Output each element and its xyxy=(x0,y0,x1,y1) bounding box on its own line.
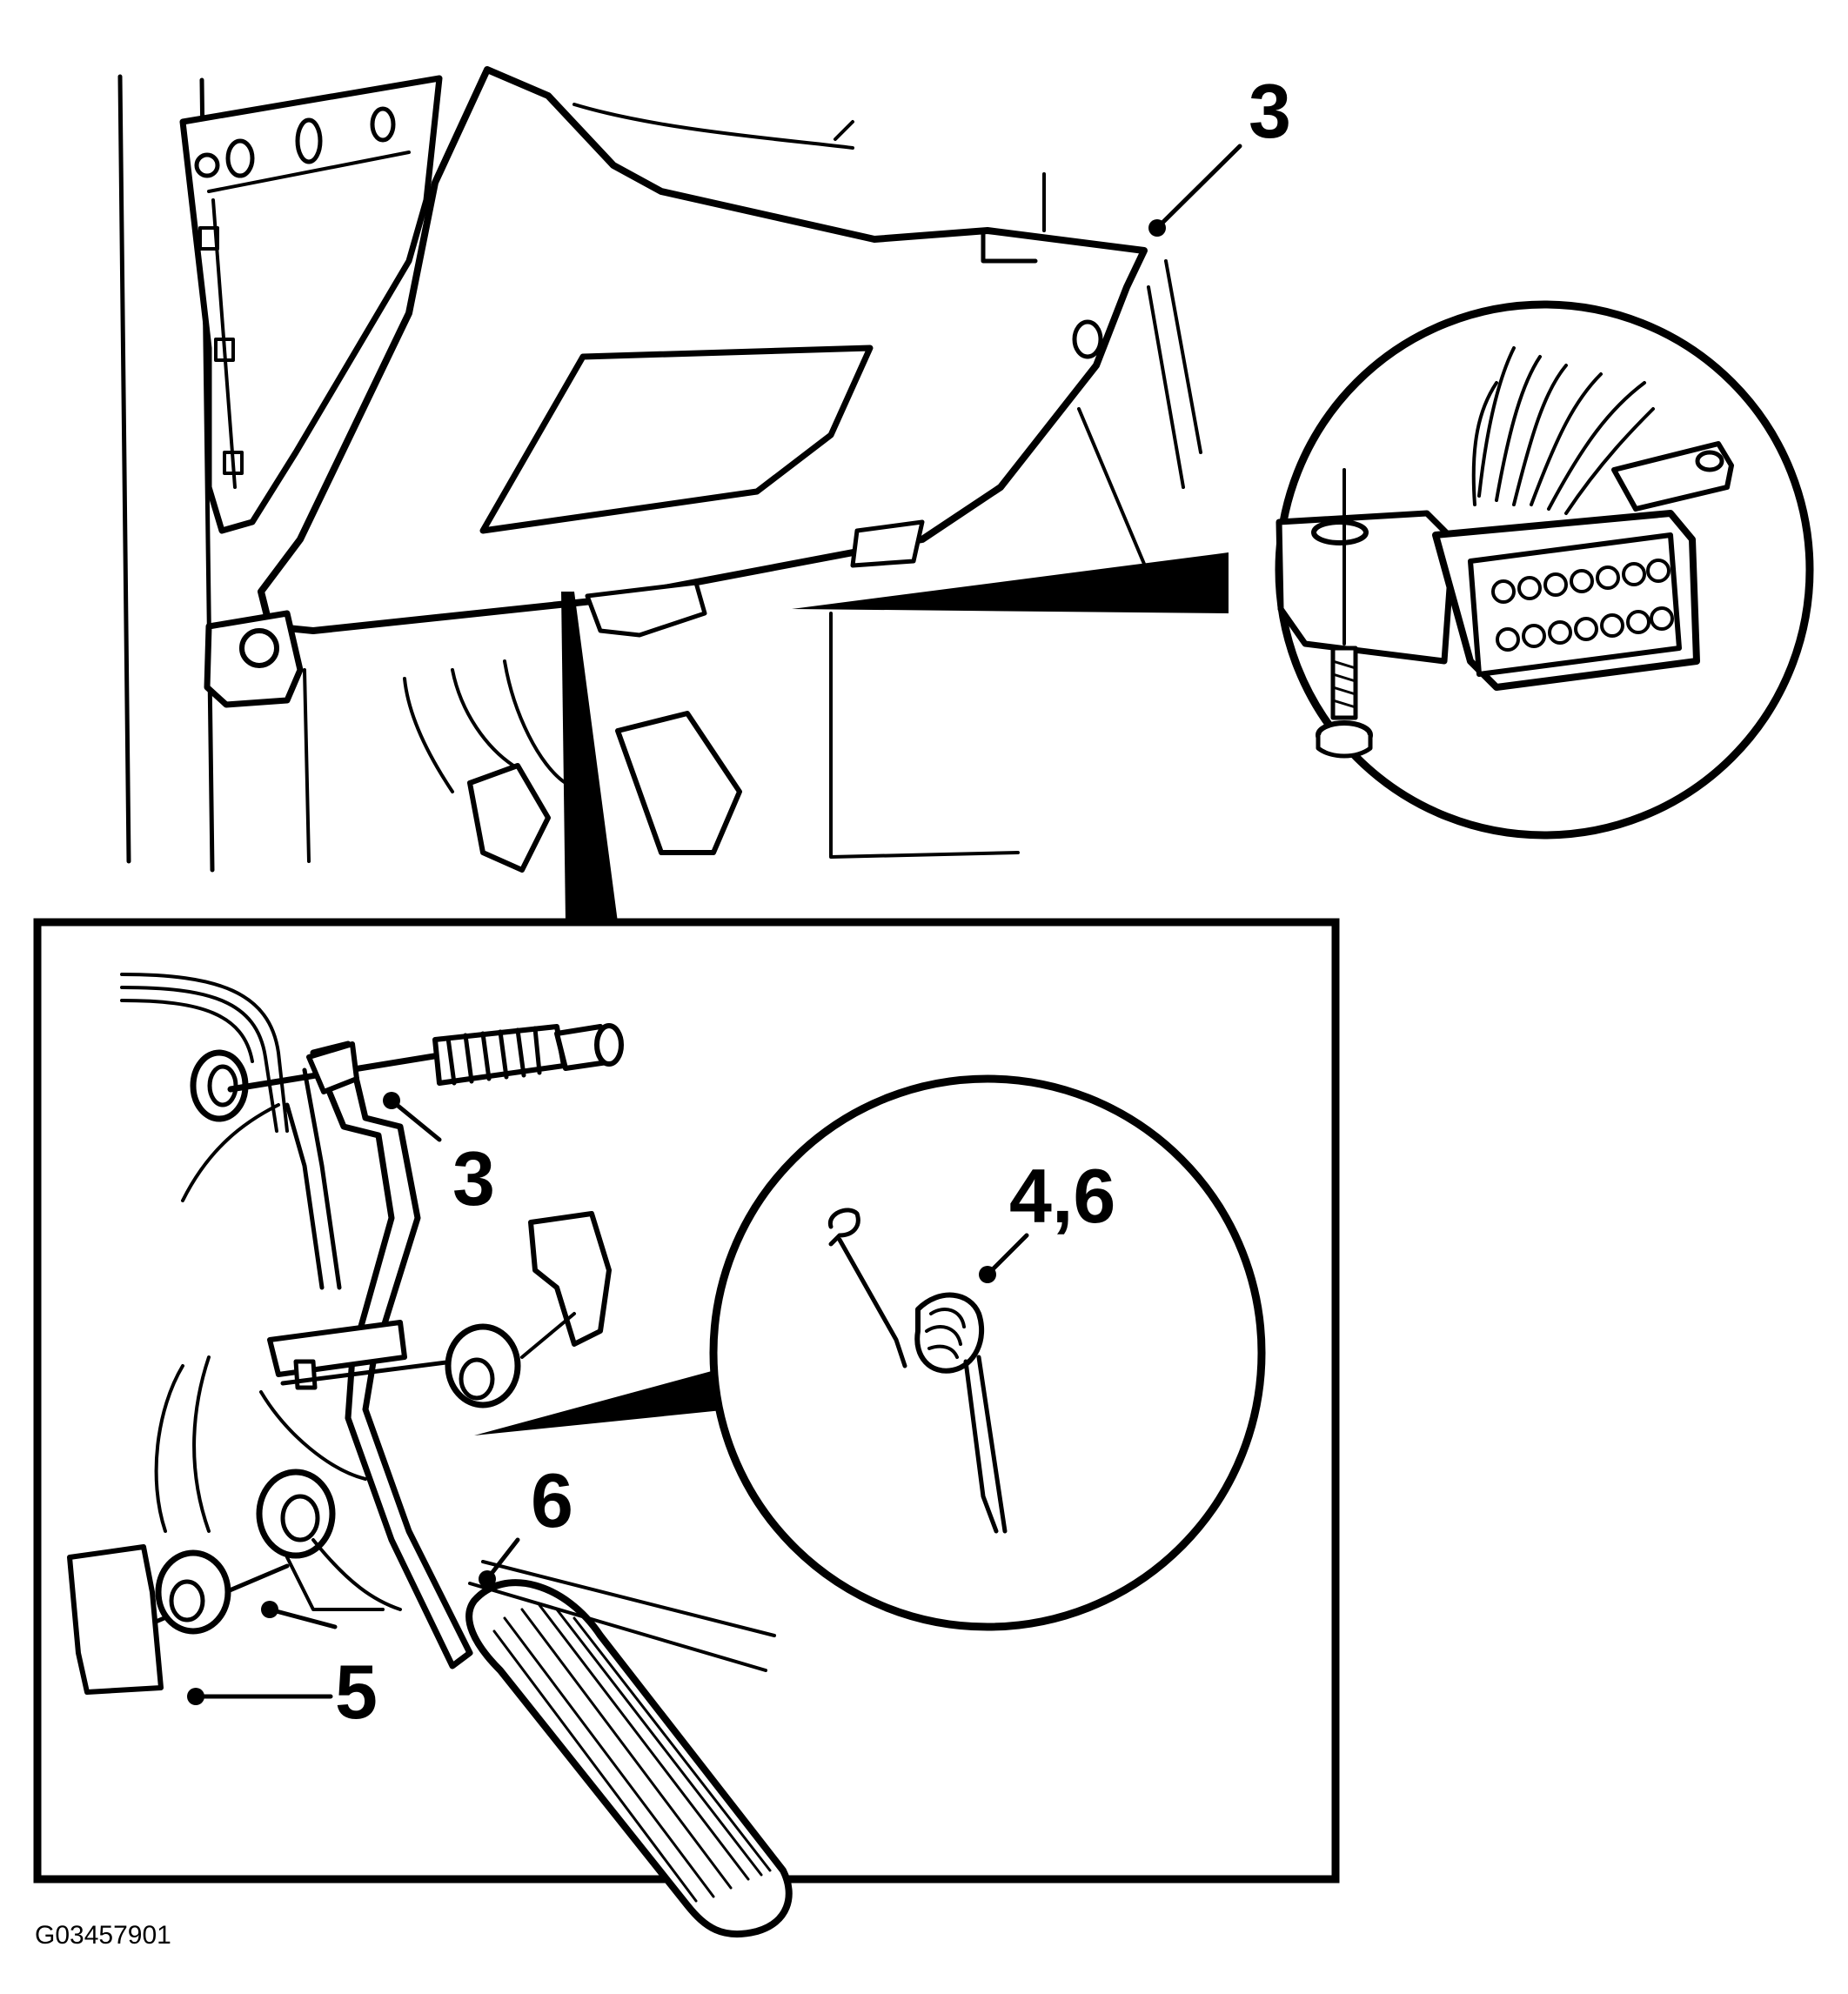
spring-detail-circle xyxy=(709,1074,1266,1631)
figure-code: G03457901 xyxy=(35,1921,171,1950)
kick-panel xyxy=(179,75,443,534)
connector-pins-top xyxy=(1491,559,1671,604)
mounting-screw xyxy=(1316,468,1373,759)
callout-3-top: 3 xyxy=(1148,68,1291,237)
callout-6: 6 xyxy=(479,1457,573,1588)
wire-harness xyxy=(1471,346,1655,515)
callout-5: 5 xyxy=(187,1601,378,1735)
pedal-inset-box xyxy=(33,918,1340,1938)
accelerator-pedal-pad xyxy=(465,1579,793,1938)
connector-pins-bottom xyxy=(1496,606,1674,652)
return-spring xyxy=(154,1355,402,1611)
lower-dash-cover xyxy=(258,66,1148,634)
left-bushing xyxy=(67,1469,336,1695)
callout-label-3-top: 3 xyxy=(1249,68,1291,154)
callout-label-4-6: 4,6 xyxy=(1009,1153,1115,1239)
callout-label-3-pedal: 3 xyxy=(452,1135,495,1221)
accelerator-pedal-arm xyxy=(285,1040,473,1669)
callout-4-6: 4,6 xyxy=(979,1153,1115,1283)
callout-3-pedal: 3 xyxy=(383,1092,495,1221)
right-bushing xyxy=(445,1211,612,1409)
callout-label-5: 5 xyxy=(335,1649,378,1735)
obd-connector-detail xyxy=(1275,300,1814,840)
throttle-cable xyxy=(227,1023,624,1093)
callout-label-6: 6 xyxy=(531,1457,573,1543)
dashboard-interior-view xyxy=(117,66,1229,922)
